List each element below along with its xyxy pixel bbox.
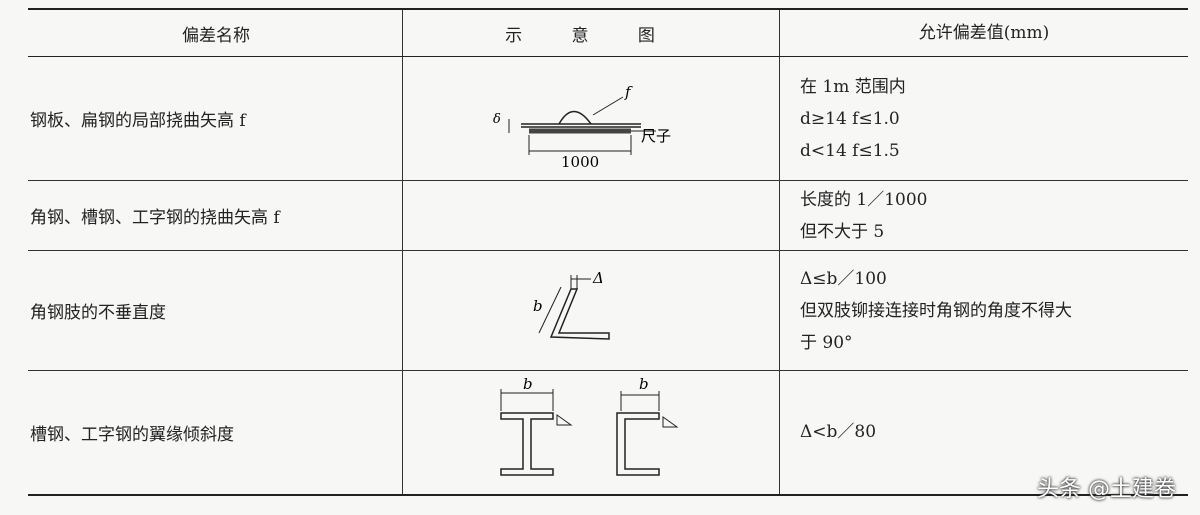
- allowed-line: Δ≤b／100: [800, 268, 887, 289]
- diagram-cell: Δ b: [402, 250, 780, 371]
- diagram-cell: f δ 尺子 1000: [402, 56, 780, 181]
- diagram-delta-label: δ: [493, 112, 501, 127]
- row-name: 角钢、槽钢、工字钢的挠曲矢高 f: [28, 180, 403, 251]
- angle-perpendicularity-diagram: Δ b: [533, 269, 610, 340]
- diagram-cell: b b: [402, 370, 780, 496]
- diagram-delta-label: Δ: [592, 269, 604, 287]
- row-name: 钢板、扁钢的局部挠曲矢高 f: [28, 56, 403, 181]
- flange-tilt-diagram: b b: [500, 377, 679, 476]
- table-header-row: 偏差名称 示 意 图 允许偏差值(mm): [28, 8, 1188, 57]
- table-row: 钢板、扁钢的局部挠曲矢高 f f δ 尺子 1000 在 1m 范围内 d≥14…: [28, 56, 1188, 181]
- header-allowed: 允许偏差值(mm): [779, 8, 1188, 57]
- allowed-line: d≥14 f≤1.0: [800, 108, 900, 129]
- table-row: 槽钢、工字钢的翼缘倾斜度 b b Δ<b／80: [28, 370, 1188, 496]
- allowed-line: 但不大于 5: [800, 221, 885, 242]
- header-diagram: 示 意 图: [402, 8, 780, 57]
- allowed-line: 但双肢铆接连接时角钢的角度不得大: [800, 300, 1072, 321]
- table-row: 角钢、槽钢、工字钢的挠曲矢高 f 长度的 1／1000 但不大于 5: [28, 180, 1188, 251]
- allowed-cell: Δ≤b／100 但双肢铆接连接时角钢的角度不得大 于 90°: [779, 250, 1188, 371]
- diagram-cell: [402, 180, 780, 251]
- row-name: 槽钢、工字钢的翼缘倾斜度: [28, 370, 403, 496]
- table-row: 角钢肢的不垂直度 Δ b Δ≤b／100 但双肢铆接连接时角钢的角度不得大 于 …: [28, 250, 1188, 371]
- header-name: 偏差名称: [28, 8, 403, 57]
- allowed-line: 在 1m 范围内: [800, 76, 906, 97]
- diagram-b2-label: b: [639, 377, 649, 393]
- allowed-line: 于 90°: [800, 332, 853, 353]
- plate-bending-diagram: f δ 尺子 1000: [493, 83, 671, 169]
- deviation-table: 偏差名称 示 意 图 允许偏差值(mm) 钢板、扁钢的局部挠曲矢高 f f δ …: [28, 8, 1188, 496]
- diagram-length-label: 1000: [561, 153, 599, 169]
- allowed-line: Δ<b／80: [800, 422, 877, 443]
- diagram-f-label: f: [624, 83, 633, 101]
- allowed-cell: 长度的 1／1000 但不大于 5: [779, 180, 1188, 251]
- diagram-ruler-label: 尺子: [641, 127, 671, 145]
- watermark: 头条 @土建卷: [1037, 477, 1176, 502]
- allowed-cell: Δ<b／80: [779, 370, 1188, 496]
- row-name: 角钢肢的不垂直度: [28, 250, 403, 371]
- diagram-b-label: b: [533, 297, 543, 315]
- allowed-cell: 在 1m 范围内 d≥14 f≤1.0 d<14 f≤1.5: [779, 56, 1188, 181]
- allowed-line: 长度的 1／1000: [800, 189, 928, 210]
- allowed-line: d<14 f≤1.5: [800, 140, 900, 161]
- diagram-b1-label: b: [523, 377, 533, 393]
